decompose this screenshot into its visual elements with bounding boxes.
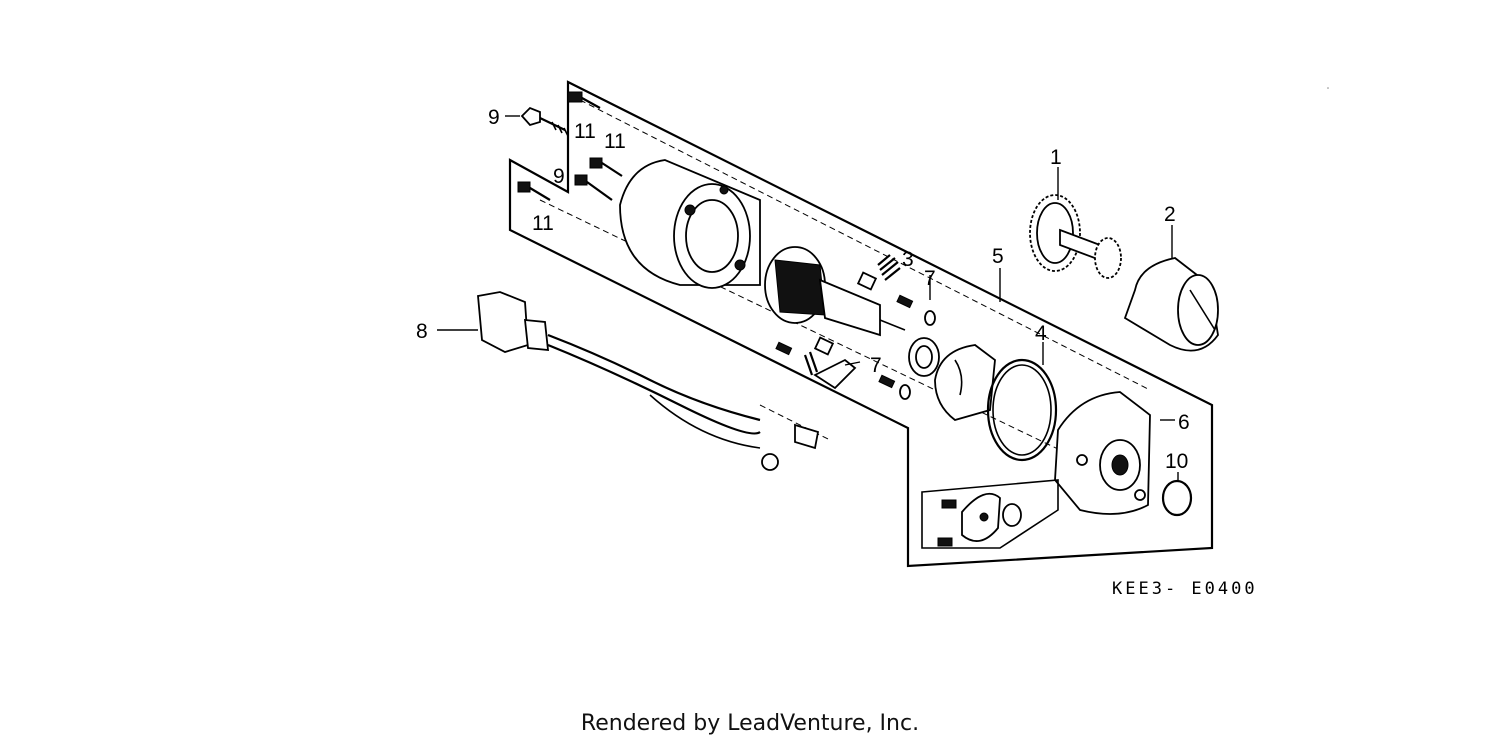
drawing-code: KEE3- E0400	[1112, 579, 1258, 599]
cover-plate	[937, 492, 1022, 547]
screw-part	[775, 294, 936, 400]
rendered-by-credit: Rendered by LeadVenture, Inc.	[580, 711, 920, 736]
brush-holder	[813, 358, 857, 390]
callout-9: 9	[553, 165, 565, 188]
bolt-part	[520, 106, 569, 137]
axis-dashed-line	[579, 99, 1151, 391]
callout-11: 11	[532, 212, 554, 235]
callout-11: 11	[604, 130, 626, 153]
callout-3: 3	[902, 248, 914, 271]
gear-case-part-2	[1123, 257, 1219, 352]
brush-part	[856, 271, 878, 291]
speck	[1327, 87, 1329, 89]
end-cap	[934, 344, 996, 421]
bolt-part	[517, 181, 551, 201]
assembly-outline	[508, 80, 1214, 568]
callout-8: 8	[416, 320, 428, 343]
leader-line	[844, 361, 861, 366]
bolt-part	[589, 157, 623, 177]
callout-5: 5	[992, 245, 1004, 268]
motor-yoke	[619, 159, 761, 289]
front-cover-part-6	[1054, 391, 1151, 515]
callout-10: 10	[1165, 450, 1188, 473]
sub-assembly-frame	[921, 479, 1059, 549]
wire-harness-part-8	[477, 291, 820, 471]
spring-part	[877, 254, 901, 281]
callout-11: 11	[574, 120, 596, 143]
callout-2: 2	[1164, 203, 1176, 226]
bearing-part	[908, 337, 940, 377]
bolt-part	[574, 174, 613, 201]
armature	[764, 246, 906, 337]
reduction-gear-part-1	[1029, 194, 1122, 279]
callout-4: 4	[1035, 322, 1047, 345]
bolt-part	[567, 91, 601, 109]
callout-7: 7	[870, 354, 882, 377]
o-ring-part-4	[986, 358, 1058, 462]
o-ring-part-10	[1161, 479, 1193, 517]
callout-7: 7	[924, 267, 936, 290]
callout-6: 6	[1178, 411, 1190, 434]
brush-part	[813, 336, 835, 356]
callout-1: 1	[1050, 146, 1062, 169]
callout-9: 9	[488, 106, 500, 129]
